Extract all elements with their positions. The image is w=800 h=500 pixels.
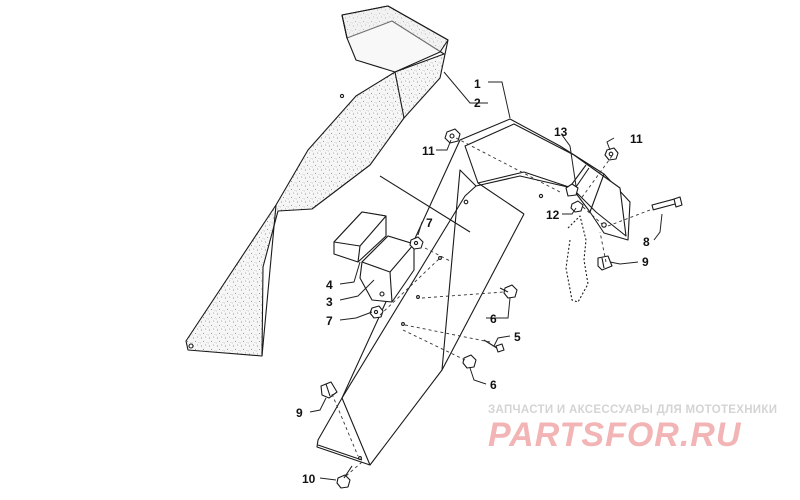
callout-13: 13 — [554, 125, 568, 139]
callout-4: 4 — [326, 278, 333, 292]
callout-9b: 9 — [296, 406, 303, 420]
callout-10: 10 — [302, 472, 316, 486]
clip-9-right — [597, 255, 613, 271]
hardware — [320, 128, 683, 489]
callout-7b: 7 — [326, 314, 333, 328]
callout-6a: 6 — [490, 312, 497, 326]
callout-1: 1 — [474, 77, 481, 91]
clip-9-left — [320, 381, 338, 399]
callout-6b: 6 — [490, 378, 497, 392]
bolt-8 — [651, 196, 683, 211]
rear-inner-panel — [565, 215, 589, 303]
callout-2: 2 — [474, 96, 481, 110]
watermark-tagline: ЗАПЧАСТИ И АКСЕССУАРЫ ДЛЯ МОТОТЕХНИКИ — [488, 404, 778, 416]
nut-12 — [570, 200, 584, 213]
mounting-bracket — [359, 235, 415, 303]
bolt-6-lower — [462, 354, 477, 369]
bolt-10 — [336, 465, 353, 489]
nut-11-right — [604, 147, 619, 161]
callout-11a: 11 — [422, 144, 435, 158]
callout-labels: 1 2 3 4 5 6 6 7 7 8 9 9 10 11 11 12 13 — [296, 77, 650, 486]
foam-pad — [185, 5, 449, 357]
callout-8: 8 — [643, 235, 650, 249]
bolt-6-upper — [499, 284, 518, 299]
callout-12: 12 — [546, 208, 560, 222]
callout-9a: 9 — [642, 255, 649, 269]
bolt-13 — [565, 164, 590, 197]
callout-11b: 11 — [630, 132, 643, 146]
screw-5 — [483, 339, 505, 353]
leader-lines — [309, 71, 663, 481]
nut-11-left — [444, 128, 461, 144]
callout-5: 5 — [514, 330, 521, 344]
callout-3: 3 — [326, 295, 333, 309]
assembly-lines — [331, 137, 651, 477]
callout-7a: 7 — [426, 216, 433, 230]
nut-7-upper — [409, 236, 424, 250]
watermark-logo: PARTSFOR.RU — [488, 416, 742, 454]
small-cover — [333, 211, 387, 263]
side-panel — [316, 118, 631, 466]
